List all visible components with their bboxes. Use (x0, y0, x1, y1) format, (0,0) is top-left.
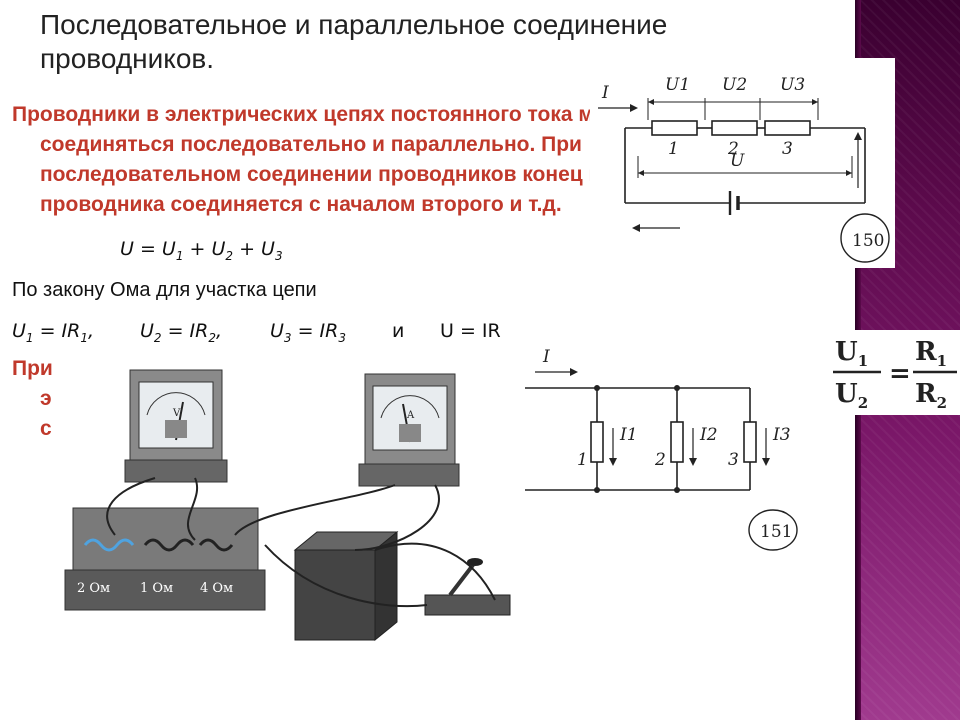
branch-current-label: I2 (699, 425, 718, 445)
series-circuit-diagram: I U1 U2 U3 U 1 2 3 150 (598, 75, 890, 263)
battery (293, 530, 399, 642)
voltage-label: U2 (722, 75, 747, 95)
intro-line: соединяться последовательно и параллельн… (40, 133, 582, 156)
parallel-circuit-diagram: I I1 I2 I3 1 2 3 151 (525, 347, 798, 551)
and-word: и (392, 320, 405, 342)
lab-apparatus-illustration: V A 2 Ом 1 Ом (55, 360, 525, 655)
resistor-number: 3 (782, 139, 793, 159)
resistor-number: 2 (727, 139, 739, 159)
svg-text:R1: R1 (915, 337, 947, 370)
intro-line: последовательном соединении проводников … (40, 163, 590, 186)
voltage-label: U1 (665, 75, 690, 95)
resistor-number: 1 (577, 450, 588, 470)
ammeter: A (358, 373, 460, 487)
ohm-equation-3: U3 = IR3 (270, 320, 347, 345)
resistor-number: 3 (728, 450, 739, 470)
series-voltage-equation: U = U1 + U2 + U3 (120, 238, 283, 263)
branch-current-label: I1 (619, 425, 638, 445)
ohm-equation-2: U2 = IR2, (140, 320, 223, 345)
resistor-number: 2 (654, 450, 666, 470)
voltmeter: V (124, 369, 228, 483)
ammeter-letter: A (406, 410, 415, 421)
current-label: I (601, 83, 609, 103)
voltmeter-letter: V (172, 408, 181, 419)
ohm-equation-1: U1 = IR1, (12, 320, 95, 345)
current-label: I (542, 347, 550, 367)
intro-paragraph: Проводники в электрических цепях постоян… (12, 100, 590, 225)
ratio-formula: U1 U2 = R1 R2 (825, 330, 960, 415)
intro-line: Проводники в электрических цепях постоян… (12, 103, 590, 126)
parallel-paragraph-partial: При э с (12, 357, 53, 440)
parallel-circuit-figure: I I1 I2 I3 1 2 3 151 (515, 340, 855, 555)
svg-text:U2: U2 (835, 379, 868, 412)
resistor-label: 4 Ом (200, 581, 233, 596)
resistor-label: 2 Ом (77, 581, 110, 596)
svg-text:R2: R2 (915, 379, 947, 412)
figure-number: 151 (760, 522, 792, 542)
resistor-box: 2 Ом 1 Ом 4 Ом (64, 507, 266, 611)
series-circuit-figure: I U1 U2 U3 U 1 2 3 150 (590, 58, 895, 268)
resistor-number: 1 (668, 139, 679, 159)
svg-text:=: = (889, 359, 911, 389)
ohm-law-label: По закону Ома для участка цепи (12, 279, 317, 301)
resistor-label: 1 Ом (140, 581, 173, 596)
total-voltage-label: U (730, 151, 745, 171)
ohm-equation-total: U = IR (440, 320, 501, 342)
slide-title: Последовательное и параллельное соединен… (40, 9, 668, 74)
knife-switch (424, 558, 511, 616)
branch-current-label: I3 (772, 425, 791, 445)
voltage-label: U3 (780, 75, 805, 95)
figure-number: 150 (852, 231, 884, 251)
intro-line: проводника соединяется с началом второго… (40, 193, 562, 216)
svg-text:U1: U1 (835, 337, 868, 370)
